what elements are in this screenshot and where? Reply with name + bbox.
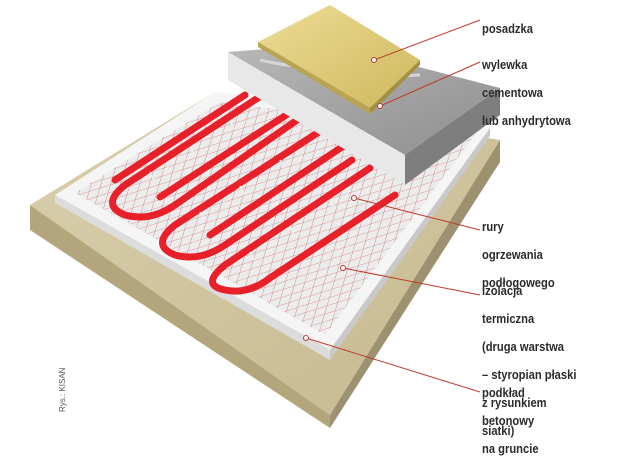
label-izolacja: izolacja termiczna (druga warstwa – styr… [482, 270, 576, 452]
label-podklad: podkład betonowy na gruncie [482, 372, 539, 470]
label-line: betonowy [482, 413, 535, 428]
diagram-stage: posadzka wylewka cementowa lub anhydryto… [30, 5, 576, 456]
leader-rury [353, 197, 481, 231]
leader-podklad [305, 337, 481, 393]
label-line: na gruncie [482, 441, 539, 456]
label-line: wylewka [482, 57, 528, 72]
label-line: podkład [482, 385, 525, 400]
leader-endpoints [303, 57, 383, 341]
label-line: z rysunkiem [482, 395, 547, 410]
label-line: posadzka [482, 21, 533, 36]
label-line: ogrzewania [482, 247, 543, 262]
pipe-clips [149, 120, 335, 261]
label-line: izolacja [482, 283, 523, 298]
floor-finish-layer [258, 5, 420, 114]
floor-heating-illustration [30, 5, 500, 428]
label-line: cementowa [482, 85, 543, 100]
label-line: podłogowego [482, 275, 555, 290]
heating-pipes [109, 86, 399, 295]
label-rury: rury ogrzewania podłogowego [482, 206, 555, 304]
leader-posadzka [373, 19, 481, 61]
image-credit: Rys.: KISAN [58, 367, 67, 412]
label-line: rury [482, 219, 504, 234]
label-line: lub anhydrytowa [482, 113, 571, 128]
leader-izolacja [342, 267, 481, 296]
leader-lines [305, 19, 481, 393]
leader-wylewka [379, 61, 481, 107]
label-wylewka: wylewka cementowa lub anhydrytowa [482, 44, 571, 142]
label-line: – styropian płaski [482, 367, 577, 382]
label-posadzka: posadzka [482, 8, 533, 50]
label-line: (druga warstwa [482, 339, 565, 354]
label-line: termiczna [482, 311, 535, 326]
